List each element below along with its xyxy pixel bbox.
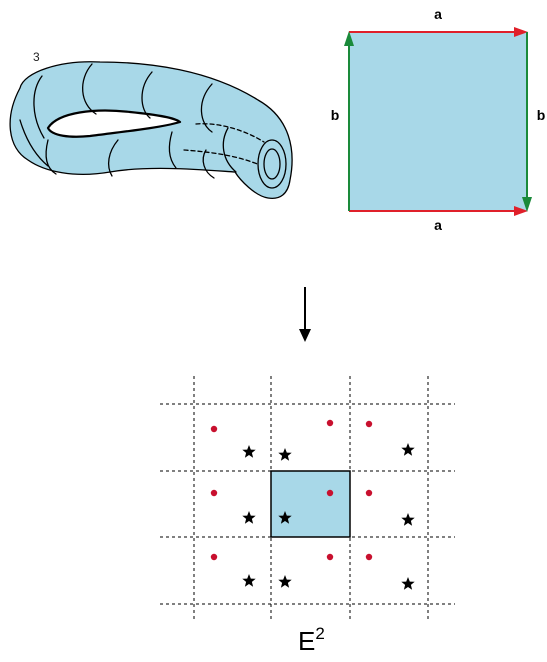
tiling-dot [365, 553, 373, 561]
caption-base: E [298, 626, 315, 656]
klein-bottle-body [9, 61, 293, 200]
tiling-star-icon [242, 574, 256, 587]
arrowhead-a-bottom-icon [514, 206, 528, 216]
arrowhead-a-top-icon [514, 27, 528, 37]
klein-seam [168, 131, 177, 169]
tiling-star-icon [401, 443, 415, 456]
tiling-star-icon [242, 445, 256, 458]
tiling-dot [365, 420, 373, 428]
tiling-dot [210, 425, 218, 433]
tiling-stars [242, 443, 415, 590]
label-b-left: b [331, 107, 340, 123]
arrowhead-b-left-icon [344, 31, 354, 46]
label-a-bottom: a [434, 217, 442, 233]
tiling-star-icon [278, 511, 292, 524]
klein-seam [19, 119, 49, 167]
klein-bottle-illustration: 3 [9, 50, 293, 200]
label-a-top: a [434, 6, 442, 22]
fundamental-square: a a b b [331, 6, 546, 233]
tiling-star-icon [401, 577, 415, 590]
tiling-dot [210, 489, 218, 497]
down-arrow-icon [299, 287, 311, 342]
tiling-dot [326, 553, 334, 561]
klein-seam [33, 75, 45, 139]
tiling-star-icon [242, 511, 256, 524]
klein-inner-tube [195, 123, 265, 143]
tiling-dot [210, 553, 218, 561]
arrowhead-b-right-icon [522, 197, 532, 212]
highlighted-fundamental-domain [270, 470, 351, 538]
klein-seam [141, 71, 153, 119]
klein-seam [200, 83, 213, 133]
klein-seam [107, 139, 119, 177]
tiling-star-icon [401, 513, 415, 526]
tiling-dots [210, 419, 373, 561]
tiling-star-icon [278, 575, 292, 588]
klein-seam [222, 127, 237, 173]
klein-throat-ring [263, 148, 281, 180]
tiling-dot [326, 489, 334, 497]
klein-seam [202, 149, 215, 179]
klein-seam [45, 139, 57, 175]
klein-seam [81, 63, 97, 115]
klein-panel-label: 3 [33, 50, 40, 64]
tiling-dot [326, 419, 334, 427]
label-b-right: b [537, 107, 546, 123]
caption-exponent: 2 [315, 624, 324, 643]
square-face [349, 32, 527, 211]
tiling-caption: E2 [298, 624, 325, 656]
tiling-dot [365, 489, 373, 497]
tiling-star-icon [278, 448, 292, 461]
plane-tiling: E2 [160, 376, 455, 656]
